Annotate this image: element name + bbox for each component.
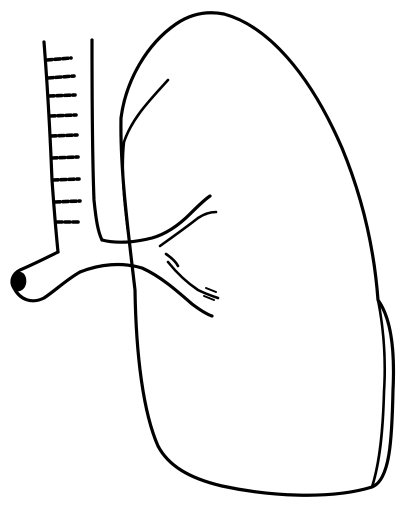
trachea-right-wall [92, 40, 102, 240]
lung-lower-margin [372, 300, 385, 487]
lung-anterior-edge [123, 80, 168, 232]
trachea-left-wall [44, 42, 58, 252]
trachea-ring [50, 115, 76, 116]
lower-bronchus-branch [168, 262, 218, 298]
trachea-ring [48, 76, 74, 78]
trachea-ring [51, 135, 77, 136]
trachea-ring [55, 201, 80, 202]
trachea-ring [52, 157, 78, 158]
trachea-ring [49, 95, 75, 96]
main-bronchus-lower [80, 265, 212, 316]
trachea-ring [47, 58, 71, 60]
trachea-ring [53, 179, 79, 180]
main-bronchus-upper [102, 196, 210, 242]
hilum-inner-curve [166, 254, 178, 266]
